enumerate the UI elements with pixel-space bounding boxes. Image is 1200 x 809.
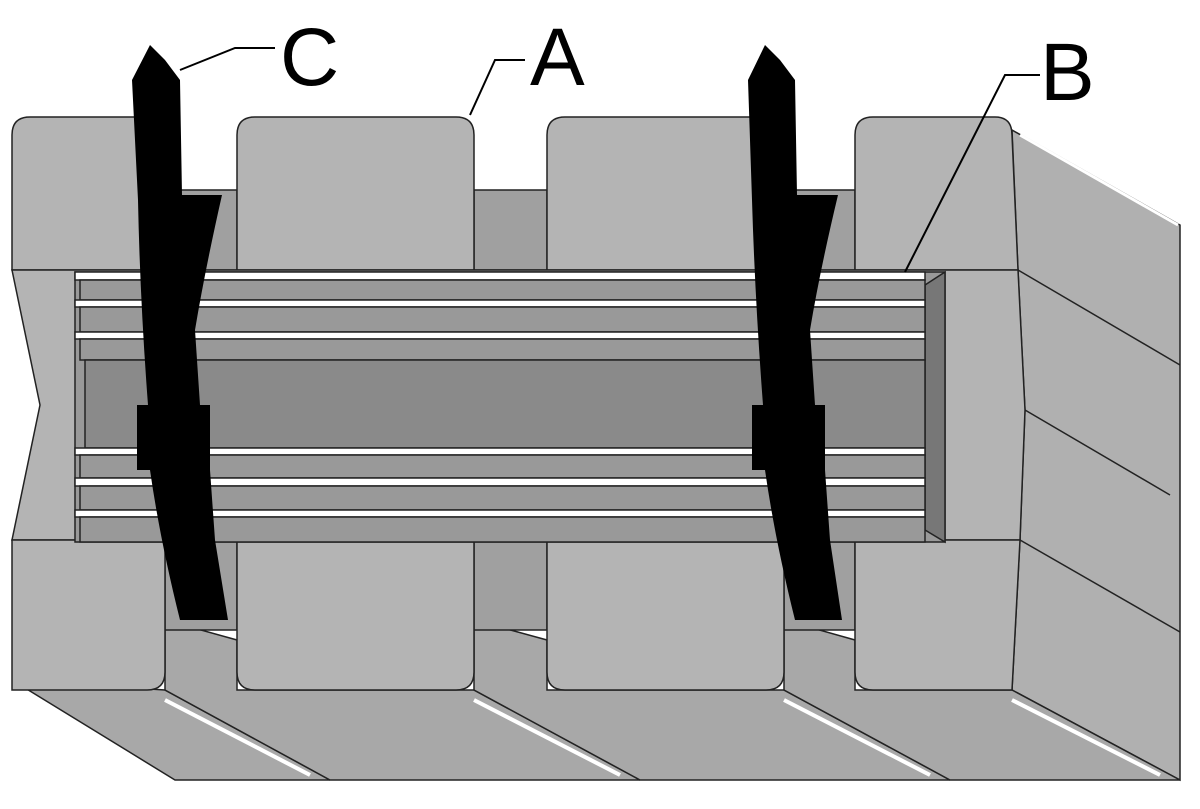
label-b: B [1040, 27, 1095, 118]
leader-c [179, 47, 275, 71]
right-side-face [1011, 128, 1181, 782]
label-c: C [280, 12, 339, 103]
hook-right [748, 45, 842, 620]
leader-a [469, 59, 525, 116]
leader-b [904, 74, 1040, 273]
bottom-blocks [11, 539, 1021, 691]
top-blocks [11, 116, 1019, 271]
hook-left [132, 45, 228, 620]
label-a: A [530, 12, 585, 103]
